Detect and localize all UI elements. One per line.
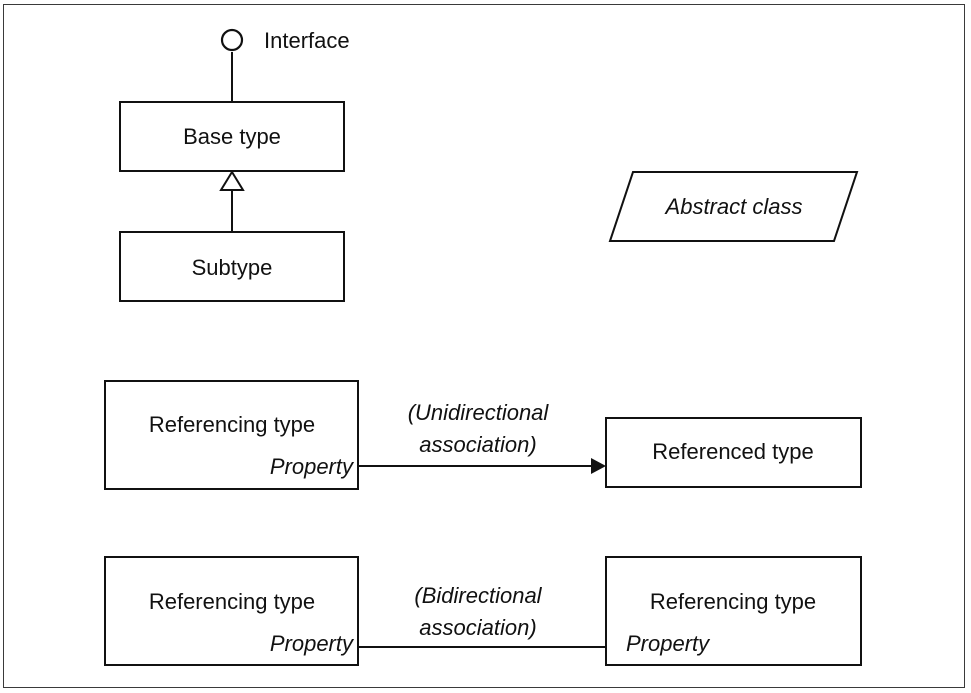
base-type-box bbox=[119, 101, 345, 172]
bidirectional-caption-line2: association) bbox=[419, 615, 536, 640]
referencing-type-box-uni bbox=[104, 380, 359, 490]
unidirectional-caption-line1: (Unidirectional bbox=[408, 400, 550, 425]
base-type-label: Base type bbox=[183, 124, 281, 149]
diagram-frame bbox=[3, 4, 965, 688]
bidirectional-caption-line1: (Bidirectional bbox=[414, 583, 542, 608]
abstract-class-label: Abstract class bbox=[664, 194, 803, 219]
subtype-box bbox=[119, 231, 345, 302]
subtype-label: Subtype bbox=[192, 255, 273, 280]
property-label-bi-right: Property bbox=[626, 631, 711, 656]
referenced-type-box bbox=[605, 417, 862, 488]
referencing-type-box-bi-left bbox=[104, 556, 359, 666]
referencing-type-box-bi-right bbox=[605, 556, 862, 666]
referencing-type-label-uni: Referencing type bbox=[149, 412, 315, 437]
abstract-class-shape bbox=[608, 171, 859, 242]
referencing-type-label-bi-right: Referencing type bbox=[650, 589, 816, 614]
referenced-type-label: Referenced type bbox=[652, 439, 813, 464]
referencing-type-label-bi-left: Referencing type bbox=[149, 589, 315, 614]
interface-label: Interface bbox=[264, 28, 350, 53]
inheritance-triangle-icon bbox=[219, 170, 245, 191]
unidirectional-caption-line2: association) bbox=[419, 432, 536, 457]
property-label-uni: Property bbox=[270, 454, 355, 479]
property-label-bi-left: Property bbox=[270, 631, 355, 656]
interface-circle-icon bbox=[220, 28, 244, 52]
association-arrowhead-icon bbox=[591, 458, 606, 474]
